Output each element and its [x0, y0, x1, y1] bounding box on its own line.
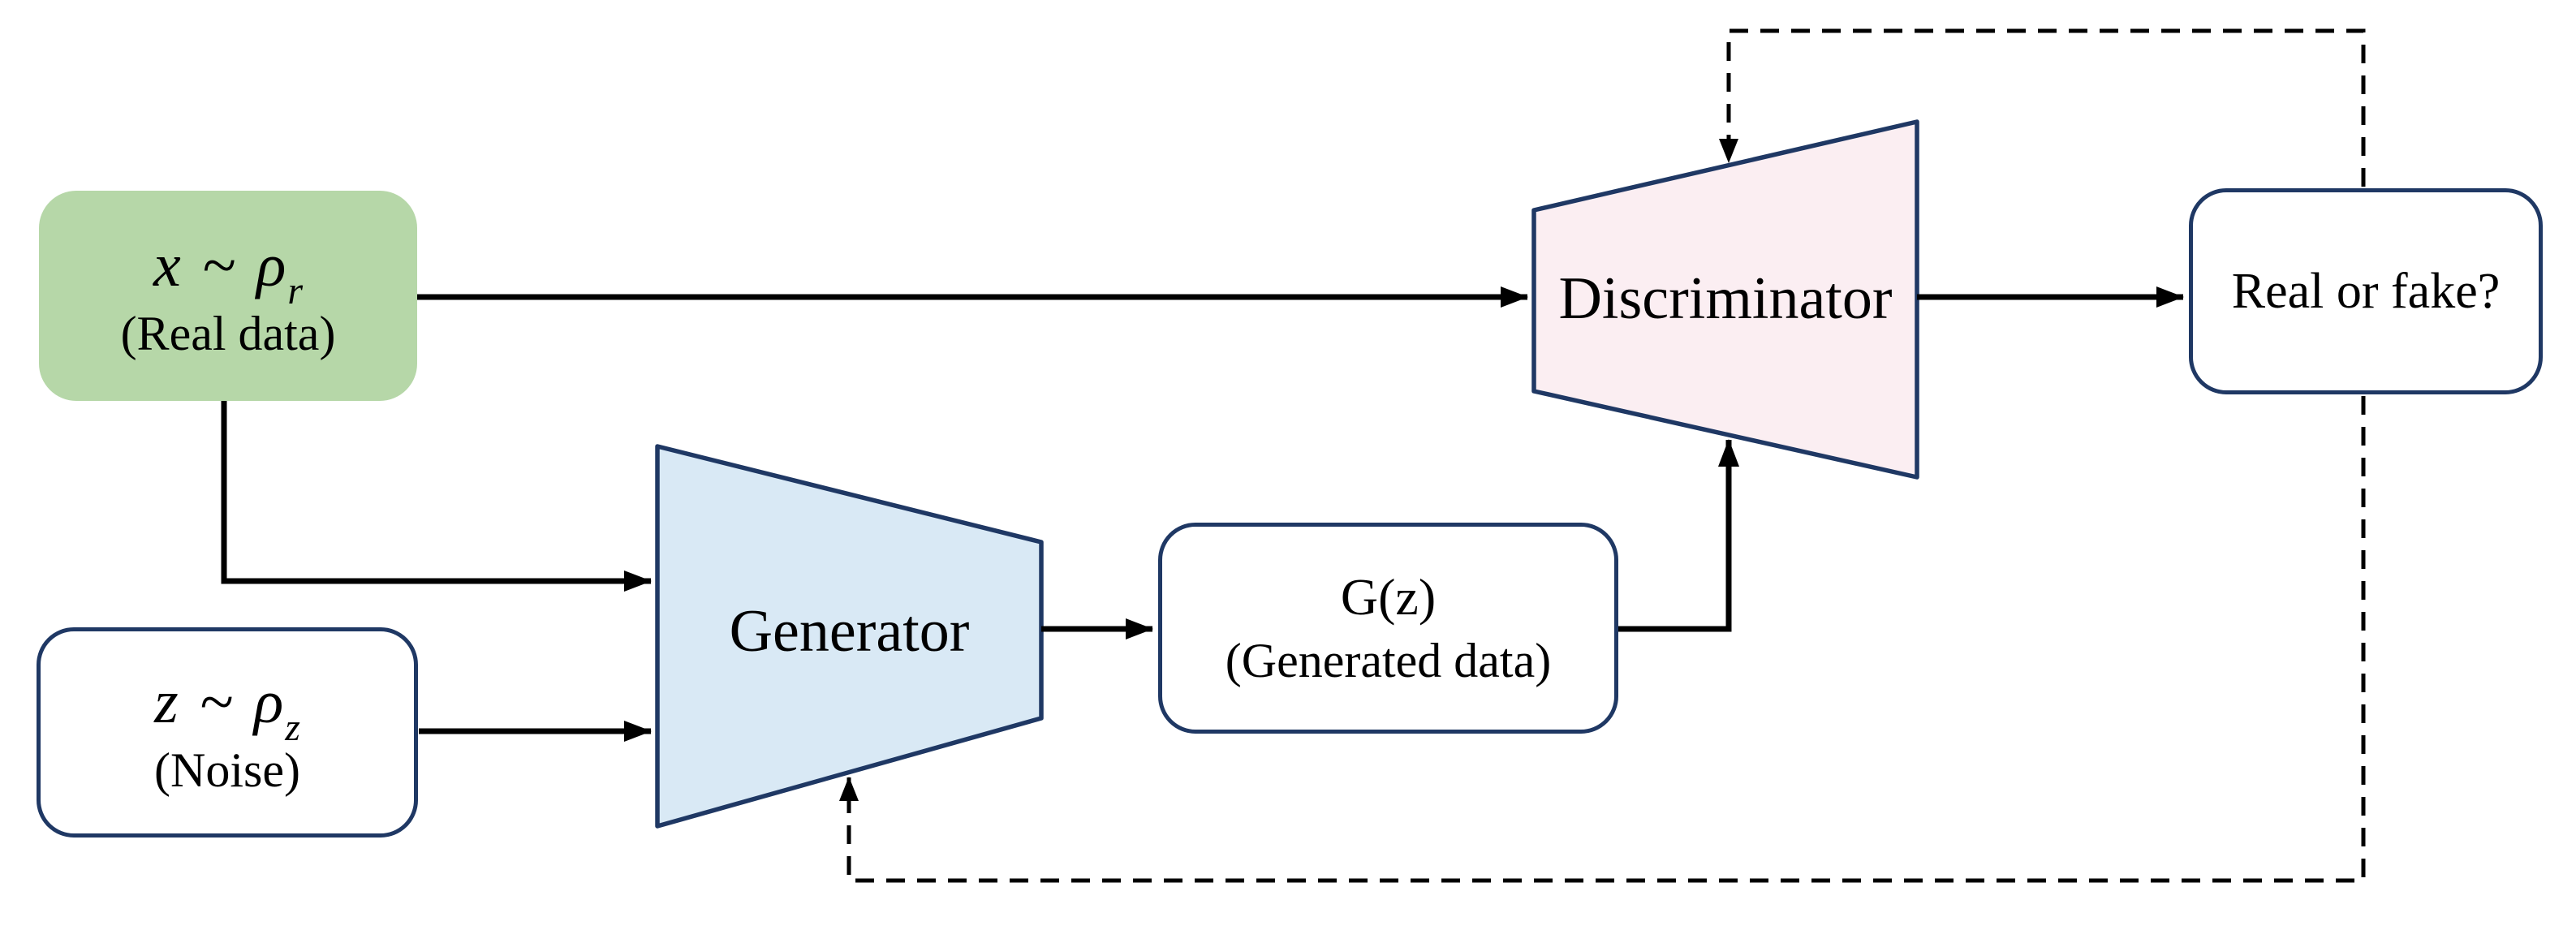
noise-distribution: z~ρz — [154, 667, 300, 747]
generated-data-title: G(z) — [1340, 568, 1437, 626]
noise-caption: (Noise) — [154, 743, 300, 797]
real-data-caption: (Real data) — [120, 306, 336, 360]
arrow-generated-data-to-discriminator — [1618, 439, 1739, 632]
noise-node: z~ρz (Noise) — [37, 627, 418, 838]
output-label: Real or fake? — [2231, 264, 2501, 319]
arrow-real-data-to-generator — [221, 399, 652, 592]
tilde-operator: ~ — [199, 667, 233, 736]
real-data-variable: x — [153, 230, 181, 299]
tilde-operator: ~ — [201, 230, 235, 299]
discriminator-label: Discriminator — [1558, 265, 1893, 332]
discriminator-trapezoid — [1531, 119, 1919, 480]
real-data-distribution: x~ρr — [153, 235, 303, 311]
noise-variable: z — [154, 667, 179, 736]
distribution-subscript: z — [285, 705, 300, 749]
generated-data-caption: (Generated data) — [1225, 634, 1552, 687]
dashed-feedback-output-to-generator — [839, 396, 2366, 883]
generator-label: Generator — [729, 598, 970, 665]
output-node: Real or fake? — [2189, 188, 2543, 394]
rho-symbol: ρ — [256, 230, 286, 299]
generator-trapezoid — [655, 444, 1044, 829]
generated-data-node: G(z) (Generated data) — [1158, 523, 1618, 734]
distribution-subscript: r — [287, 269, 304, 312]
dashed-feedback-output-to-discriminator — [1719, 28, 2366, 187]
real-data-node: x~ρr (Real data) — [39, 191, 417, 401]
rho-symbol: ρ — [253, 667, 284, 736]
